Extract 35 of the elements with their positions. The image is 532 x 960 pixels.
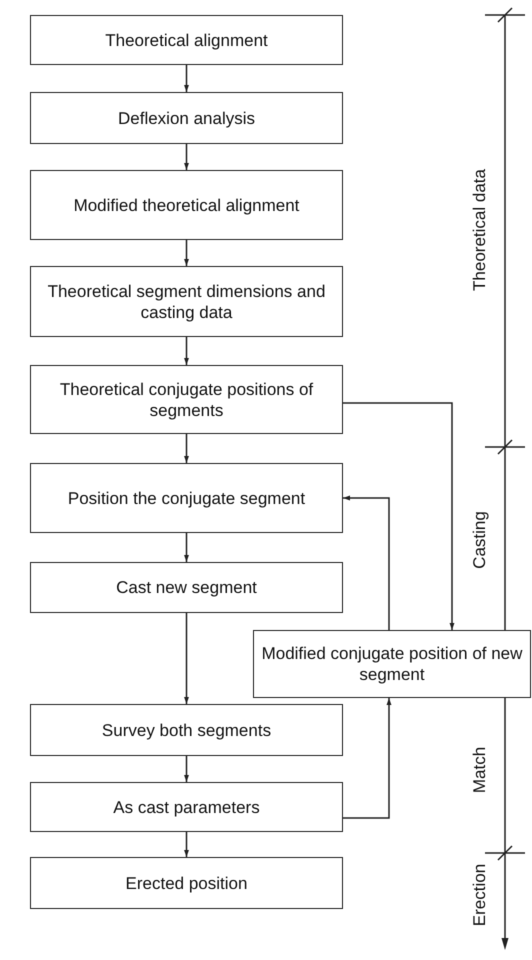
- process-box: [30, 562, 343, 613]
- arrow: [184, 613, 189, 704]
- box-label: Erected position: [124, 872, 248, 894]
- arrow: [343, 496, 390, 630]
- process-box: [30, 15, 343, 65]
- process-box: [253, 630, 531, 698]
- arrow: [184, 434, 189, 463]
- arrow: [184, 337, 189, 365]
- process-box: [30, 782, 343, 832]
- box-label: Cast new segment: [115, 577, 258, 598]
- box-label: As cast parameters: [112, 796, 261, 818]
- process-box: [30, 857, 343, 909]
- box-label: Position the conjugate segment: [66, 488, 306, 508]
- process-box: [30, 365, 343, 434]
- process-box: [30, 704, 343, 756]
- box-label: Deflexion analysis: [116, 108, 256, 128]
- arrow: [184, 756, 189, 782]
- arrow: [184, 65, 189, 92]
- arrow: [184, 240, 189, 266]
- process-box: [30, 170, 343, 240]
- process-box: [30, 266, 343, 337]
- arrow: [343, 698, 392, 819]
- process-box: [30, 463, 343, 533]
- box-label: Modified conjugate position of new segment: [260, 643, 524, 685]
- arrow: [184, 533, 189, 562]
- box-label: Survey both segments: [100, 720, 272, 740]
- arrow: [184, 832, 189, 857]
- box-label: Theoretical segment dimensions and casting data: [46, 280, 326, 322]
- arrow: [343, 402, 454, 630]
- phase-label: Casting: [470, 511, 490, 569]
- box-label: Theoretical conjugate positions of segments: [58, 378, 314, 420]
- box-label: Modified theoretical alignment: [72, 194, 300, 216]
- box-label: Theoretical alignment: [104, 30, 269, 50]
- process-box: [30, 92, 343, 144]
- arrow: [184, 144, 189, 170]
